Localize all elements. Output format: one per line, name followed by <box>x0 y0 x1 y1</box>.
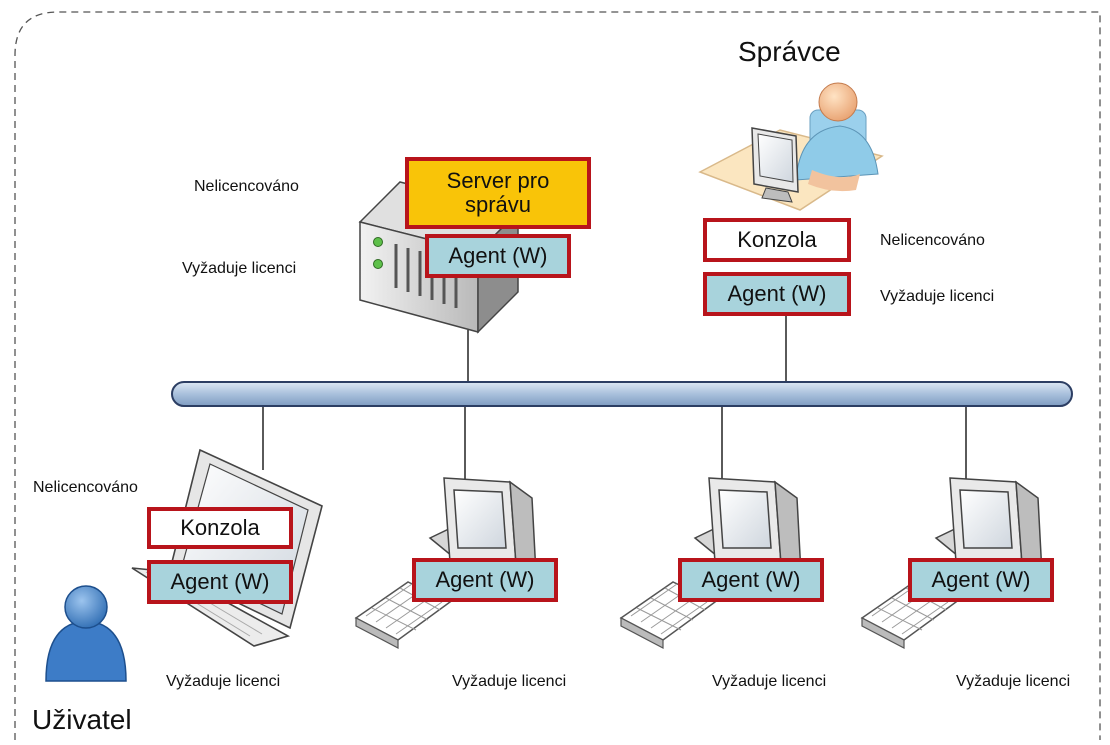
admin-person-icon <box>698 82 884 211</box>
requires-license-label-pc-1: Vyžaduje licenci <box>452 673 567 690</box>
management-server-box: Server pro správu <box>405 157 591 229</box>
dashed-frame <box>14 11 1101 740</box>
unlicensed-label-server: Nelicencováno <box>194 178 299 195</box>
agent-box-laptop: Agent (W) <box>147 560 293 604</box>
agent-box-server: Agent (W) <box>425 234 571 278</box>
network-bus <box>171 381 1073 407</box>
requires-license-label-pc-3: Vyžaduje licenci <box>956 673 1071 690</box>
user-person-icon <box>45 585 127 682</box>
agent-box-admin: Agent (W) <box>703 272 851 316</box>
agent-box-pc-2: Agent (W) <box>678 558 824 602</box>
unlicensed-label-admin: Nelicencováno <box>880 232 985 249</box>
unlicensed-label-laptop: Nelicencováno <box>33 479 138 496</box>
requires-license-label-pc-2: Vyžaduje licenci <box>712 673 827 690</box>
agent-box-pc-1: Agent (W) <box>412 558 558 602</box>
admin-title: Správce <box>738 36 841 67</box>
requires-license-label-laptop: Vyžaduje licenci <box>166 673 281 690</box>
requires-license-label-server: Vyžaduje licenci <box>182 260 297 277</box>
user-title: Uživatel <box>32 704 132 735</box>
console-box-laptop: Konzola <box>147 507 293 549</box>
agent-box-pc-3: Agent (W) <box>908 558 1054 602</box>
requires-license-label-admin: Vyžaduje licenci <box>880 288 995 305</box>
console-box-admin: Konzola <box>703 218 851 262</box>
connectors <box>262 315 967 482</box>
